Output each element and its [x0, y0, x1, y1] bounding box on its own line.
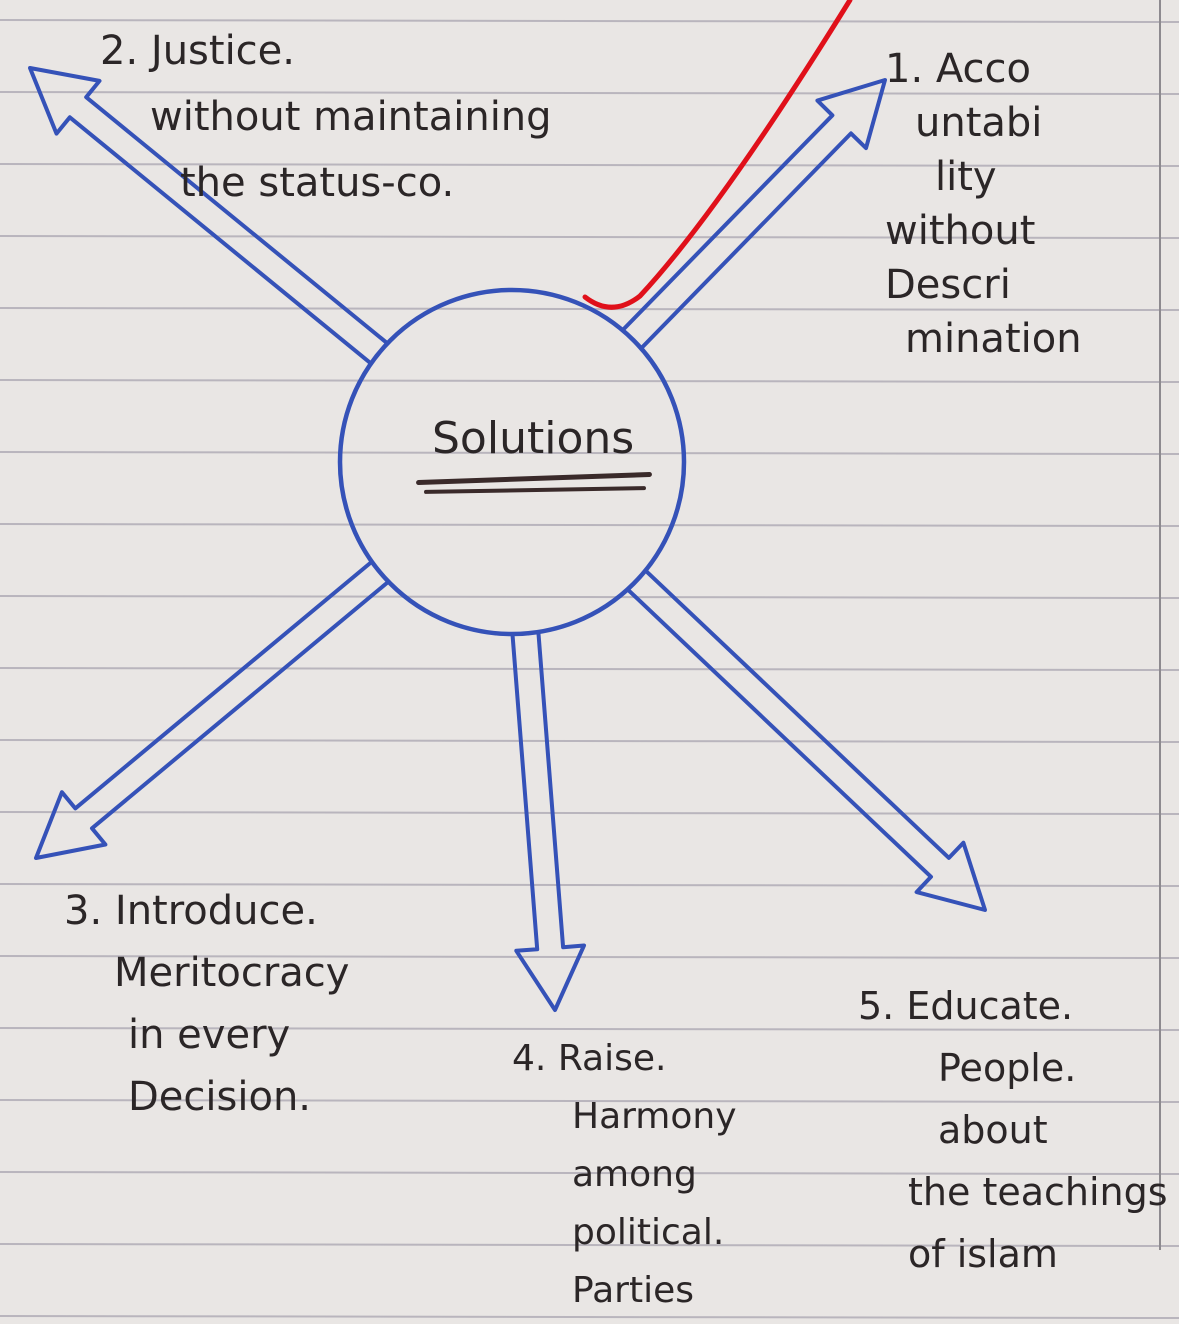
- branch-5-line-1: Educate.: [906, 984, 1074, 1028]
- branch-1-line-5: Descri: [885, 262, 1011, 308]
- branch-1-label: 1. Acco untabi lity without Descri minat…: [885, 42, 1082, 366]
- branch-3-line-2: Meritocracy: [114, 950, 350, 996]
- center-label: Solutions: [415, 413, 653, 494]
- branch-1-line-1: Acco: [935, 46, 1032, 92]
- branch-2-line-3: the status-co.: [180, 160, 455, 206]
- rule-line: [0, 1099, 1179, 1103]
- rule-line: [0, 451, 1179, 455]
- rule-line: [0, 19, 1179, 23]
- branch-2-label: 2. Justice. without maintaining the stat…: [100, 18, 552, 216]
- branch-4-line-3: among: [572, 1154, 697, 1195]
- branch-3-line-1: Introduce.: [114, 888, 318, 934]
- red-check-mark: [582, 0, 853, 310]
- branch-1-line-2: untabi: [915, 100, 1043, 146]
- rule-line: [0, 1027, 1179, 1031]
- branch-3-label: 3. Introduce. Meritocracy in every Decis…: [64, 880, 349, 1128]
- branch-2-number: 2.: [100, 28, 139, 74]
- rule-line: [0, 1243, 1179, 1247]
- branch-5-line-3: about: [938, 1108, 1048, 1152]
- rule-line: [0, 523, 1179, 527]
- branch-4-line-2: Harmony: [572, 1096, 737, 1137]
- rule-line: [0, 379, 1179, 383]
- rule-line: [0, 739, 1179, 743]
- branch-5-line-2: People.: [938, 1046, 1077, 1090]
- arrow-to-branch-3: [34, 560, 391, 860]
- center-text: Solutions: [432, 413, 635, 464]
- arrow-to-branch-1: [620, 78, 887, 350]
- branch-5-label: 5. Educate. People. about the teachings …: [858, 975, 1168, 1285]
- branch-3-line-3: in every: [128, 1012, 291, 1058]
- branch-1-line-6: mination: [905, 316, 1082, 362]
- branch-1-line-4: without: [885, 208, 1036, 254]
- rule-line: [0, 1171, 1179, 1175]
- rule-line: [0, 811, 1179, 815]
- rule-line: [0, 91, 1179, 95]
- arrow-to-branch-2: [28, 66, 390, 366]
- center-circle: [337, 287, 687, 637]
- branch-5-number: 5.: [858, 984, 895, 1028]
- branch-1-line-3: lity: [935, 154, 997, 200]
- rule-line: [0, 595, 1179, 599]
- rule-line: [0, 883, 1179, 887]
- branch-4-line-5: Parties: [572, 1270, 694, 1311]
- rule-line: [0, 235, 1179, 239]
- branch-2-line-2: without maintaining: [150, 94, 552, 140]
- branch-5-line-5: of islam: [908, 1232, 1058, 1276]
- branch-3-number: 3.: [64, 888, 103, 934]
- rule-line: [0, 955, 1179, 959]
- branch-4-line-4: political.: [572, 1212, 725, 1253]
- arrow-to-branch-4: [510, 630, 586, 1012]
- rule-line: [0, 163, 1179, 167]
- branch-1-number: 1.: [885, 46, 924, 92]
- branch-4-line-1: Raise.: [557, 1038, 667, 1079]
- branch-5-line-4: the teachings: [908, 1170, 1168, 1214]
- branch-3-line-4: Decision.: [128, 1074, 312, 1120]
- branch-4-label: 4. Raise. Harmony among political. Parti…: [512, 1030, 737, 1320]
- arrow-group: [28, 66, 987, 1012]
- rule-line: [0, 1315, 1179, 1319]
- arrow-to-branch-5: [625, 568, 987, 912]
- branch-2-line-1: Justice.: [150, 28, 295, 74]
- rule-line: [0, 667, 1179, 671]
- branch-4-number: 4.: [512, 1038, 547, 1079]
